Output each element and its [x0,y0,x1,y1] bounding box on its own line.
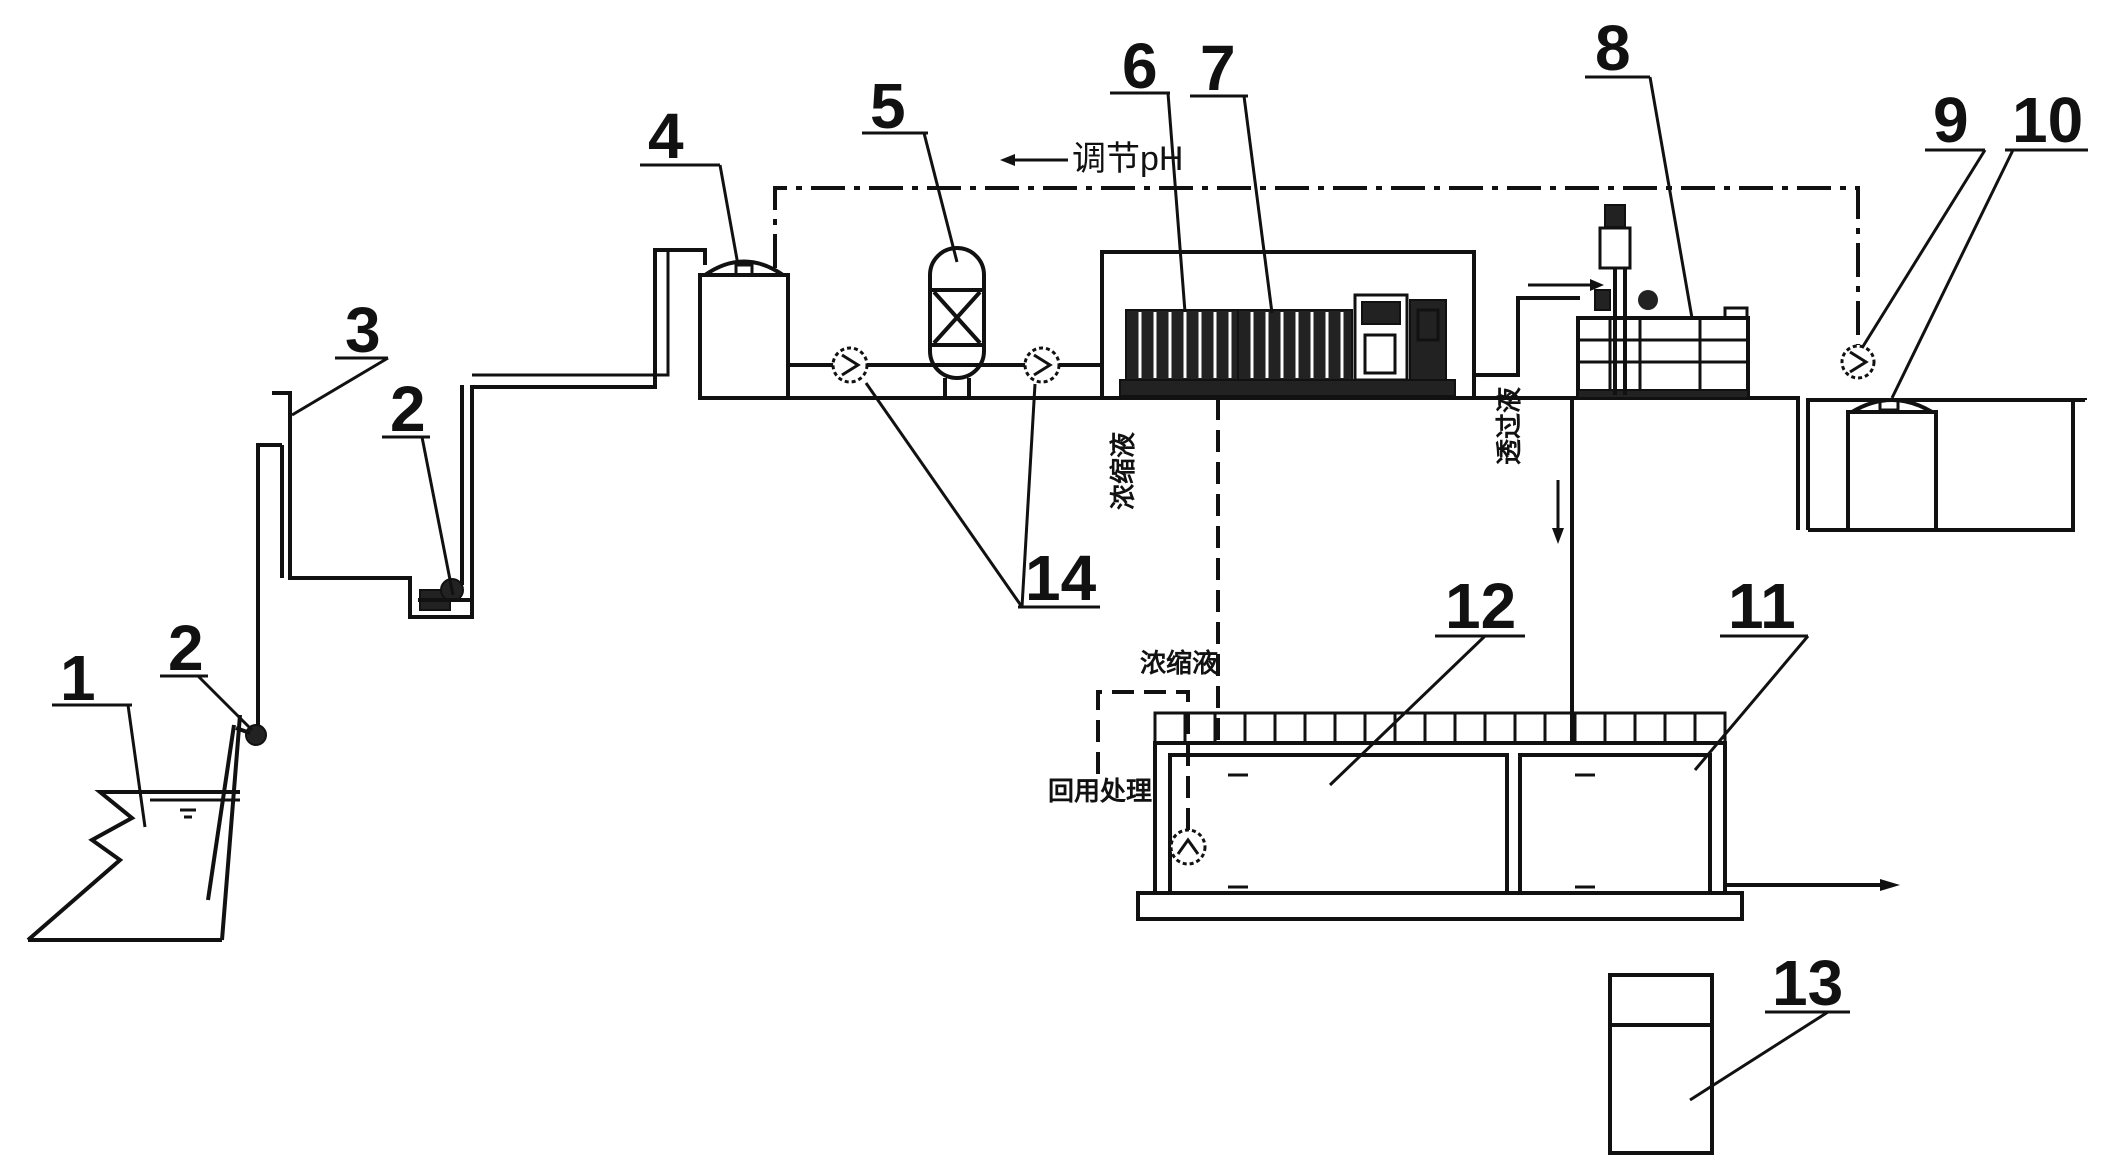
leader-lines [126,76,2015,1102]
source-pool [26,714,242,942]
permeate-annotation: 透过液 [1494,387,1524,465]
adjust-ph-annotation: 调节pH [1072,140,1183,178]
lift-pump-1 [206,443,282,901]
label-13: 13 [1765,947,1850,1019]
clean-water-tank [1518,753,1712,895]
discharge-outlet [1725,879,1900,891]
label-10: 10 [2005,84,2088,156]
svg-text:14: 14 [1025,542,1097,614]
booster-pump-a [831,346,869,384]
label-12: 12 [1435,570,1525,642]
membrane-stack-7 [1237,309,1353,381]
membrane-base-rail [1119,379,1456,397]
booster-pump-b [1023,346,1061,384]
recovery-tank [1846,398,1938,532]
dosing-device [1594,204,1658,395]
svg-text:4: 4 [648,100,684,172]
svg-text:11: 11 [1728,570,1796,642]
svg-text:1: 1 [60,642,96,714]
feed-pipe [460,248,707,585]
svg-text:10: 10 [2012,84,2083,156]
label-8: 8 [1585,12,1650,84]
permeate-tank [1576,306,1750,399]
label-9: 9 [1925,84,1985,156]
svg-text:6: 6 [1122,30,1158,102]
svg-text:13: 13 [1772,947,1843,1019]
label-11: 11 [1720,570,1808,642]
label-2-source-pump: 2 [160,612,208,684]
label-3: 3 [335,294,388,366]
permeate-drop-line [1552,398,1574,745]
svg-text:9: 9 [1933,84,1969,156]
ph-adjust-tank [698,259,790,400]
membrane-stack-6 [1125,309,1241,381]
svg-text:8: 8 [1595,12,1631,84]
label-14: 14 [1018,542,1100,614]
svg-text:3: 3 [345,294,381,366]
svg-text:7: 7 [1200,32,1236,104]
submersible-pump [418,578,470,611]
concentrate-tank [1168,753,1509,895]
label-2-submersible: 2 [382,373,430,445]
filter-vessel [928,246,986,400]
concentrate-return-pump [1169,828,1207,866]
label-5: 5 [862,70,928,142]
label-4: 4 [640,100,720,172]
membrane-enclosure [1100,250,1476,400]
permeate-pipe [1474,279,1604,377]
label-7: 7 [1190,32,1248,104]
recovery-treatment-line [1096,690,1190,830]
concentrate-annotation-upper: 浓缩液 [1108,432,1138,510]
control-cabinet [1353,293,1447,382]
pump-9 [1840,344,1876,380]
label-1: 1 [52,642,132,714]
svg-text:2: 2 [390,373,426,445]
tank-rail [1153,711,1727,745]
svg-text:2: 2 [168,612,204,684]
label-6: 6 [1110,30,1170,102]
svg-text:5: 5 [870,70,906,142]
svg-text:12: 12 [1445,570,1516,642]
ph-return-line [773,154,1860,345]
equipment-platform [700,396,2087,530]
recovery-treatment-annotation: 回用处理 [1048,776,1152,806]
intermediate-tank [272,385,478,619]
concentrate-annotation-lower: 浓缩液 [1140,648,1218,678]
control-box [1608,973,1714,1155]
